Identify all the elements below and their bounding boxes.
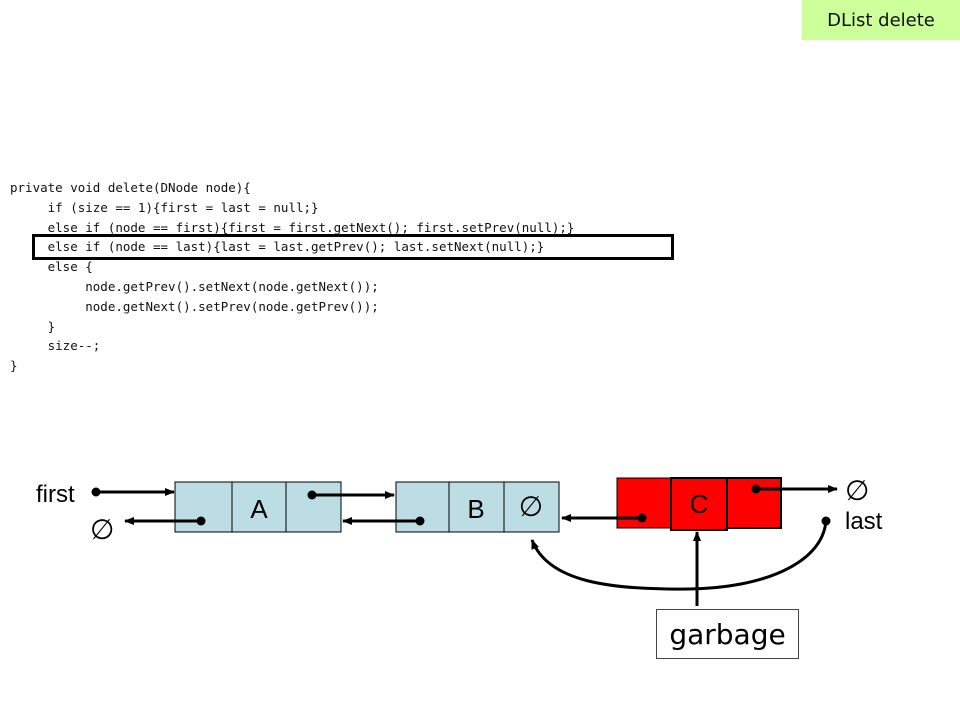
node-a: A — [174, 481, 342, 533]
code-line: else { — [10, 259, 93, 275]
code-line: } — [10, 358, 18, 374]
last-label: last — [845, 508, 883, 535]
node-b-next-cell — [503, 481, 560, 533]
node-c-label: C — [690, 489, 709, 519]
node-a-label: A — [250, 494, 268, 524]
node-c-next-cell — [726, 477, 782, 529]
node-a-value-cell — [231, 481, 287, 533]
node-a-next-cell — [285, 481, 342, 533]
code-line: node.getPrev().setNext(node.getNext()); — [10, 278, 379, 294]
node-c-value-cell — [670, 477, 728, 531]
code-line: else if (node == first){first = first.ge… — [10, 219, 575, 235]
node-b: B ∅ — [395, 481, 560, 533]
code-listing: private void delete(DNode node){ if (siz… — [10, 178, 574, 376]
node-b-value-cell — [448, 481, 505, 533]
code-line: private void delete(DNode node){ — [10, 180, 251, 195]
code-line: if (size == 1){first = last = null;} — [10, 199, 319, 215]
garbage-label: garbage — [656, 609, 799, 659]
first-label: first — [36, 481, 75, 508]
node-c: C — [616, 477, 782, 531]
slide-title: DList delete — [802, 0, 960, 40]
highlight-box — [32, 234, 674, 260]
last-pointer-arrow — [530, 520, 828, 591]
null-symbol: ∅ — [519, 491, 543, 522]
null-symbol: ∅ — [90, 514, 114, 545]
code-line: size--; — [10, 338, 101, 354]
code-line: node.getNext().setPrev(node.getPrev()); — [10, 298, 379, 314]
node-b-label: B — [467, 494, 484, 524]
code-line: } — [10, 318, 56, 334]
null-symbol: ∅ — [845, 475, 869, 506]
code-line-highlighted: else if (node == last){last = last.getPr… — [10, 239, 545, 255]
